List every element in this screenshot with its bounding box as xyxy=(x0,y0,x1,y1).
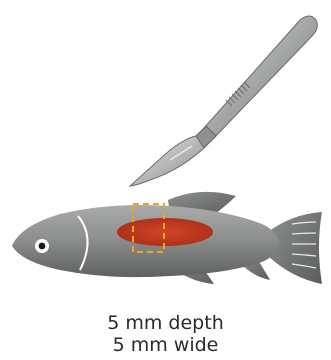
scalpel-icon xyxy=(130,16,317,186)
scalpel-blade xyxy=(130,136,204,186)
lesion-area xyxy=(117,218,213,246)
fish-icon xyxy=(12,192,322,284)
depth-caption: 5 mm depth xyxy=(0,311,331,335)
width-caption: 5 mm wide xyxy=(0,333,331,357)
scalpel-handle xyxy=(204,16,317,138)
